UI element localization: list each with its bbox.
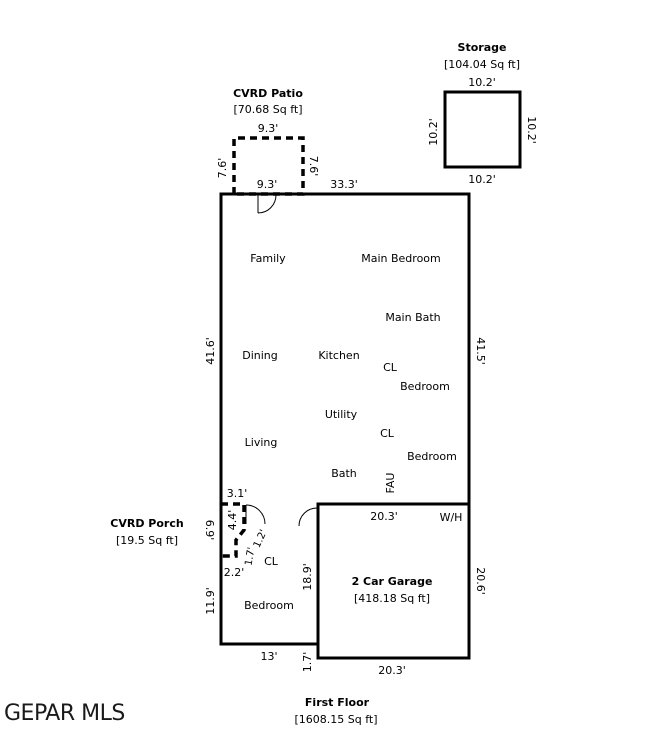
floor-title: First Floor (305, 696, 370, 709)
house-outline (219, 192, 471, 660)
patio-door-swing (257, 194, 277, 214)
garage-area: [418.18 Sq ft] (354, 592, 430, 605)
room-wh: W/H (440, 511, 463, 524)
porch-area: [19.5 Sq ft] (116, 534, 178, 547)
main-dim-porch-diag2: 1.2' (252, 528, 270, 550)
room-living: Living (245, 436, 278, 449)
room-bedroom-3: Bedroom (244, 599, 294, 612)
main-dim-step: 1.7' (301, 652, 314, 673)
room-dining: Dining (242, 349, 278, 362)
room-bath: Bath (331, 467, 357, 480)
garage-dim-right: 20.6' (474, 567, 487, 595)
storage-outline (443, 90, 522, 169)
room-main-bath: Main Bath (385, 311, 440, 324)
room-cl-1: CL (383, 361, 398, 374)
floor-area: [1608.15 Sq ft] (294, 713, 377, 726)
garage-dim-top: 20.3' (370, 510, 398, 523)
garage-dim-bottom: 20.3' (378, 664, 406, 677)
garage-door-swing (298, 507, 318, 527)
patio-title: CVRD Patio (233, 87, 303, 100)
main-dim-porch-bottom: 2.2' (224, 566, 245, 579)
porch-door-swing (245, 504, 266, 525)
storage-area: [104.04 Sq ft] (444, 58, 520, 71)
room-kitchen: Kitchen (318, 349, 359, 362)
garage-dim-left: 18.9' (301, 563, 314, 591)
main-dim-right: 41.5' (474, 337, 487, 365)
storage-dim-top: 10.2' (468, 76, 496, 89)
main-dim-lower-left: 11.9' (204, 587, 217, 615)
room-fau: FAU (384, 473, 397, 494)
room-bedroom-1: Bedroom (400, 380, 450, 393)
main-dim-porch-top: 3.1' (227, 487, 248, 500)
storage-title: Storage (458, 41, 507, 54)
room-cl-3: CL (264, 555, 279, 568)
garage-title: 2 Car Garage (352, 575, 433, 588)
main-dim-left: 41.6' (204, 337, 217, 365)
storage-dim-left: 10.2' (427, 118, 440, 146)
patio-dim-right: 7.6' (307, 156, 320, 177)
patio-dim-left: 7.6' (216, 158, 229, 179)
main-dim-top: 33.3' (330, 178, 358, 191)
room-utility: Utility (325, 408, 358, 421)
patio-area: [70.68 Sq ft] (233, 103, 302, 116)
main-dim-porch-inner: 4.4' (226, 510, 239, 531)
watermark-logo: GEPAR MLS (4, 701, 125, 726)
porch-title: CVRD Porch (110, 517, 183, 530)
patio-dim-inner: 9.3' (257, 178, 278, 191)
main-dim-bottom: 13' (260, 650, 277, 663)
storage-dim-bottom: 10.2' (468, 173, 496, 186)
room-family: Family (250, 252, 286, 265)
main-dim-porch-diag1: 1.7' (244, 546, 258, 566)
room-bedroom-2: Bedroom (407, 450, 457, 463)
room-cl-2: CL (380, 427, 395, 440)
room-main-bedroom: Main Bedroom (361, 252, 441, 265)
patio-dim-top: 9.3' (258, 122, 279, 135)
storage-dim-right: 10.2' (525, 116, 538, 144)
main-dim-porch-side: 6.9' (203, 520, 216, 541)
